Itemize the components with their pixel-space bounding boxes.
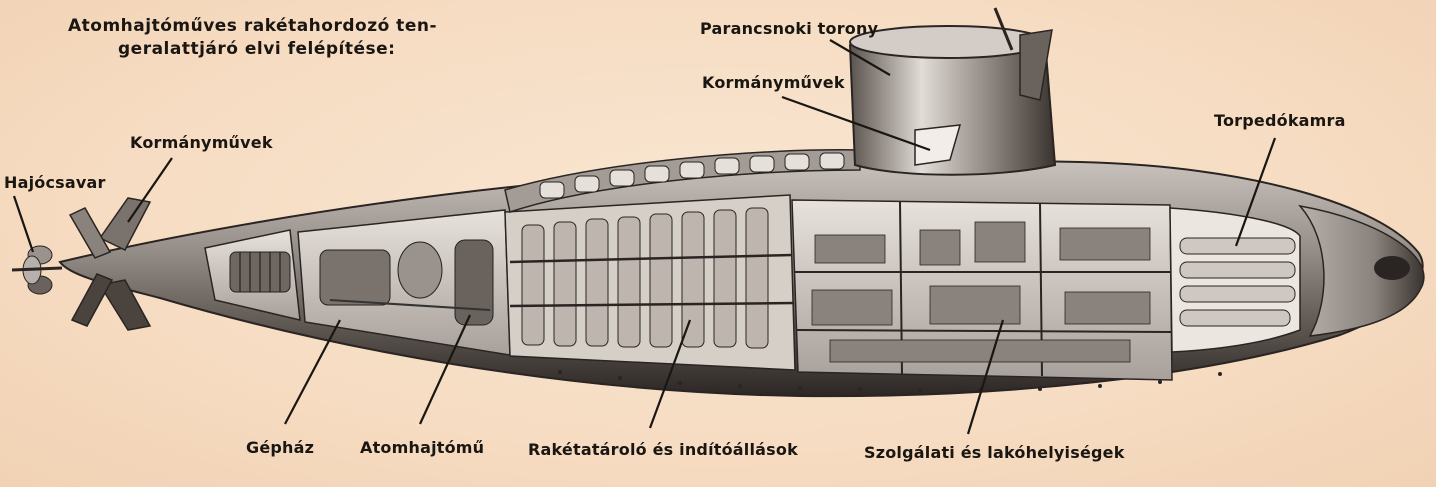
diagram-title: Atomhajtóműves rakétahordozó ten- gerala…: [68, 15, 468, 61]
label-atomhajtomu: Atomhajtómű: [360, 438, 484, 457]
label-torpedokamra: Torpedókamra: [1214, 111, 1346, 130]
tower-top: [850, 26, 1046, 58]
label-hajocsavar: Hajócsavar: [4, 173, 106, 192]
label-gephaz: Gépház: [246, 438, 314, 457]
stern-plane-lower: [72, 274, 112, 326]
leader-hajocsavar: [14, 196, 33, 252]
tail-fin-upper: [100, 198, 150, 250]
label-parancsnoki-torony: Parancsnoki torony: [700, 19, 878, 38]
interior-torpedo: [1170, 208, 1300, 352]
label-kormanymuvek-tower: Kormányművek: [702, 73, 845, 92]
label-raketatarolo: Rakétatároló és indítóállások: [528, 440, 798, 459]
propeller-icon: [12, 246, 62, 294]
nose-sonar: [1374, 256, 1410, 280]
label-kormanymuvek-rear: Kormányművek: [130, 133, 273, 152]
title-line-1: Atomhajtóműves rakétahordozó ten-: [68, 16, 437, 36]
title-line-2: geralattjáró elvi felépítése:: [68, 38, 468, 61]
leader-kormanymuvek-rear: [128, 158, 172, 222]
label-szolgalati: Szolgálati és lakóhelyiségek: [864, 443, 1125, 462]
